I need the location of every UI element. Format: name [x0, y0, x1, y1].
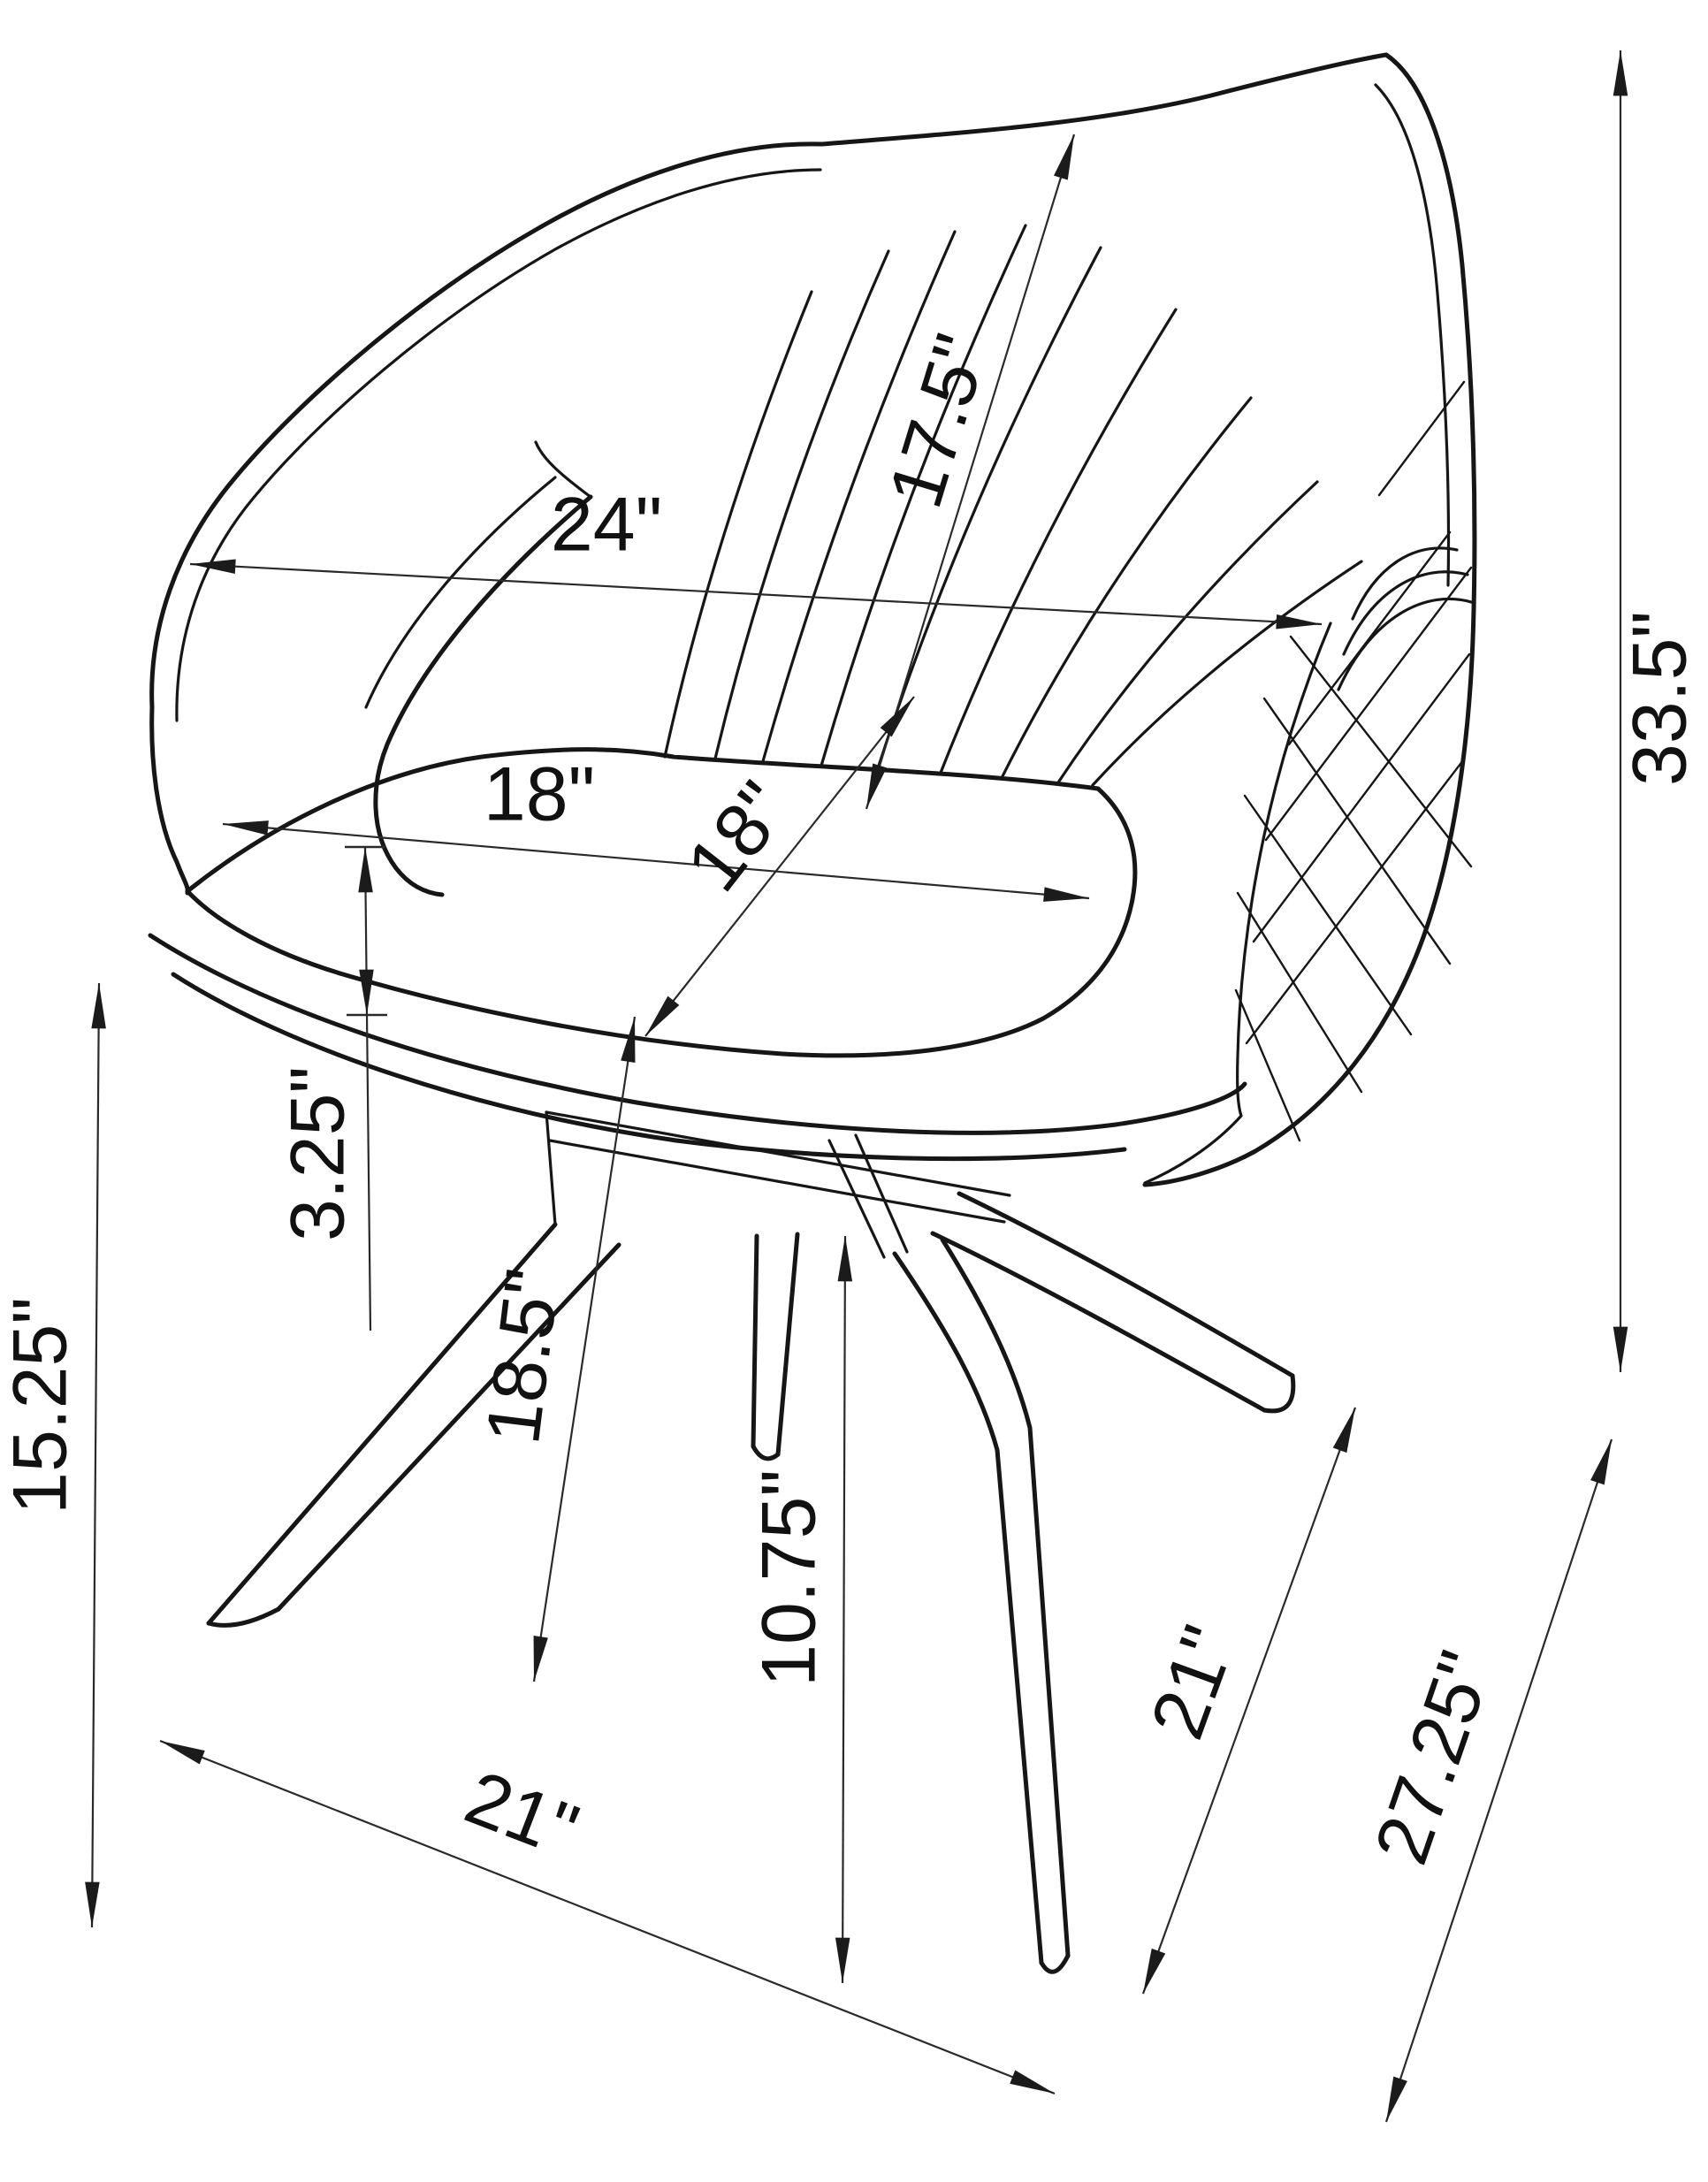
dimension-base-diagonal: 27.25": [1359, 1438, 1613, 2123]
chair-cushion-front-edge: [185, 889, 1046, 1058]
chair-left-wing-notch: [534, 440, 592, 499]
chair-back-outer-right: [1142, 52, 1477, 1187]
dimension-line: [222, 820, 1090, 902]
dimension-extension-line: [365, 1014, 372, 1331]
dimension-base-width-front: 21": [159, 1739, 1056, 2095]
chair-cushion-right-edge: [1041, 786, 1138, 1021]
dimension-label: 24": [551, 483, 662, 568]
dimension-seat-depth: 18": [644, 696, 915, 1037]
dimension-line: [532, 1016, 637, 1682]
dimension-label: 21": [1134, 1615, 1252, 1749]
chair-left-arm-inner-2: [364, 476, 557, 709]
chair-back-pleats: [663, 224, 1363, 787]
dimension-line: [159, 1739, 1056, 2095]
dimension-label: 33.5": [1618, 611, 1703, 786]
dimension-label: 18": [484, 752, 595, 837]
dimension-seat-width: 18": [222, 752, 1090, 902]
chair-right-arm-piping: [1337, 546, 1476, 691]
dimension-line: [865, 134, 1076, 810]
chair-seat-crease: [185, 747, 1101, 894]
chair-shell-lower-left: [149, 705, 190, 896]
chair-piping-right: [1374, 83, 1451, 587]
dimension-base-clearance: 10.75": [747, 1235, 853, 1984]
dimension-annotations: 17.5" 24" 33.5" 18" 18" 3.25" 15.25" 18.5" 10.75…: [0, 50, 1703, 2123]
dimension-floor-to-seat-height: 15.25": [0, 982, 106, 1928]
dimension-label: 15.25": [0, 1297, 83, 1514]
dimension-label: 18.5": [470, 1264, 576, 1448]
dimension-seat-front-to-floor: 18.5": [470, 1016, 637, 1682]
chair-mesh-inner-boundary: [1143, 622, 1332, 1185]
dimension-line: [835, 1235, 853, 1984]
chair-shell-rim-lower: [171, 972, 1127, 1162]
dimension-line: [1384, 1438, 1613, 2123]
dimension-label: 21": [454, 1755, 589, 1874]
dimension-label: 18": [670, 767, 805, 907]
dimension-line: [85, 982, 106, 1928]
dimension-label: 27.25": [1359, 1641, 1510, 1874]
dimension-label: 10.75": [747, 1469, 832, 1687]
dimension-line: [358, 846, 374, 1016]
dimension-back-width: 24": [189, 483, 1323, 629]
dimension-line: [189, 559, 1323, 629]
chair-back-outer-left-top: [149, 52, 1389, 710]
chair-shell-rim-upper: [148, 933, 1247, 1135]
dimension-line: [1141, 1407, 1357, 1995]
dimension-cushion-thickness: 3.25": [276, 845, 387, 1331]
dimension-base-depth-right: 21": [1134, 1407, 1357, 1995]
dimension-overall-height: 33.5": [1613, 50, 1703, 1372]
dimension-back-diagonal-height: 17.5": [865, 134, 1076, 810]
dimension-label: 3.25": [276, 1066, 361, 1241]
chair-mesh-lattice: [1234, 380, 1473, 1142]
dimension-line: [644, 696, 915, 1037]
